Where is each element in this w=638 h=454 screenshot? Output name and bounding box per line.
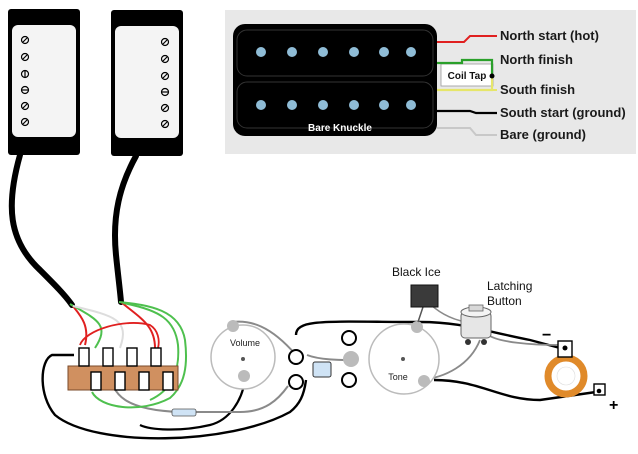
latching-button bbox=[460, 304, 492, 345]
bridge-pickup-cable bbox=[111, 153, 139, 305]
latching-button-label-line2: Button bbox=[487, 294, 522, 308]
black-ice-label: Black Ice bbox=[392, 265, 441, 279]
tone-pot: Tone bbox=[343, 321, 440, 395]
legend-panel: Bare Knuckle Coil Tap North start (hot) … bbox=[225, 10, 636, 154]
legend-pole-pieces bbox=[256, 47, 416, 110]
jack-minus-sign: − bbox=[542, 327, 551, 344]
grey-latch-to-jack bbox=[489, 335, 559, 346]
output-jack bbox=[544, 340, 606, 398]
legend-wire-south-finish bbox=[437, 76, 494, 92]
neck-red-lead bbox=[71, 304, 88, 346]
legend-wire-south-start bbox=[437, 109, 497, 115]
legend-label-south-start: South start (ground) bbox=[500, 105, 626, 120]
neck-pickup-screws bbox=[20, 35, 30, 127]
jack-hot-wire bbox=[433, 378, 597, 402]
ground-loop-wire bbox=[41, 353, 308, 440]
pickup-brand-label: Bare Knuckle bbox=[308, 123, 372, 134]
bridge-green-lead bbox=[91, 301, 188, 409]
jack-plus-sign: + bbox=[609, 397, 618, 414]
legend-wire-north-start bbox=[437, 35, 497, 43]
tone-label: Tone bbox=[388, 372, 408, 382]
neck-pickup bbox=[8, 9, 80, 155]
tone-capacitor-small bbox=[312, 361, 332, 378]
volume-pot: Volume bbox=[210, 320, 276, 390]
pickup-selector-switch bbox=[67, 347, 179, 391]
bridge-pickup-screws bbox=[160, 37, 170, 129]
legend-label-bare: Bare (ground) bbox=[500, 127, 586, 142]
bridge-red-lead bbox=[120, 301, 156, 349]
latching-button-label-line1: Latching bbox=[487, 279, 532, 293]
switch-to-volume-black bbox=[139, 379, 247, 431]
pot-lugs bbox=[288, 330, 357, 390]
neck-white-lead bbox=[72, 305, 124, 349]
legend-wire-bare bbox=[437, 127, 497, 136]
switch-bottom-terminals bbox=[90, 371, 174, 391]
legend-label-north-finish: North finish bbox=[500, 52, 573, 67]
switch-top-terminals bbox=[78, 347, 162, 367]
coil-tap-label: Coil Tap bbox=[448, 71, 487, 82]
switch-red-jumper bbox=[79, 322, 160, 349]
bridge-pickup bbox=[111, 10, 183, 156]
treble-bleed-resistor bbox=[171, 408, 197, 417]
legend-label-south-finish: South finish bbox=[500, 82, 575, 97]
neck-green-lead bbox=[69, 303, 103, 349]
neck-pickup-cable bbox=[8, 152, 75, 308]
legend-label-north-start: North start (hot) bbox=[500, 28, 599, 43]
volume-label: Volume bbox=[230, 338, 260, 348]
legend-pickup: Bare Knuckle bbox=[233, 24, 437, 136]
coil-tap-junction bbox=[489, 73, 495, 79]
black-ice-capacitor bbox=[410, 284, 439, 323]
